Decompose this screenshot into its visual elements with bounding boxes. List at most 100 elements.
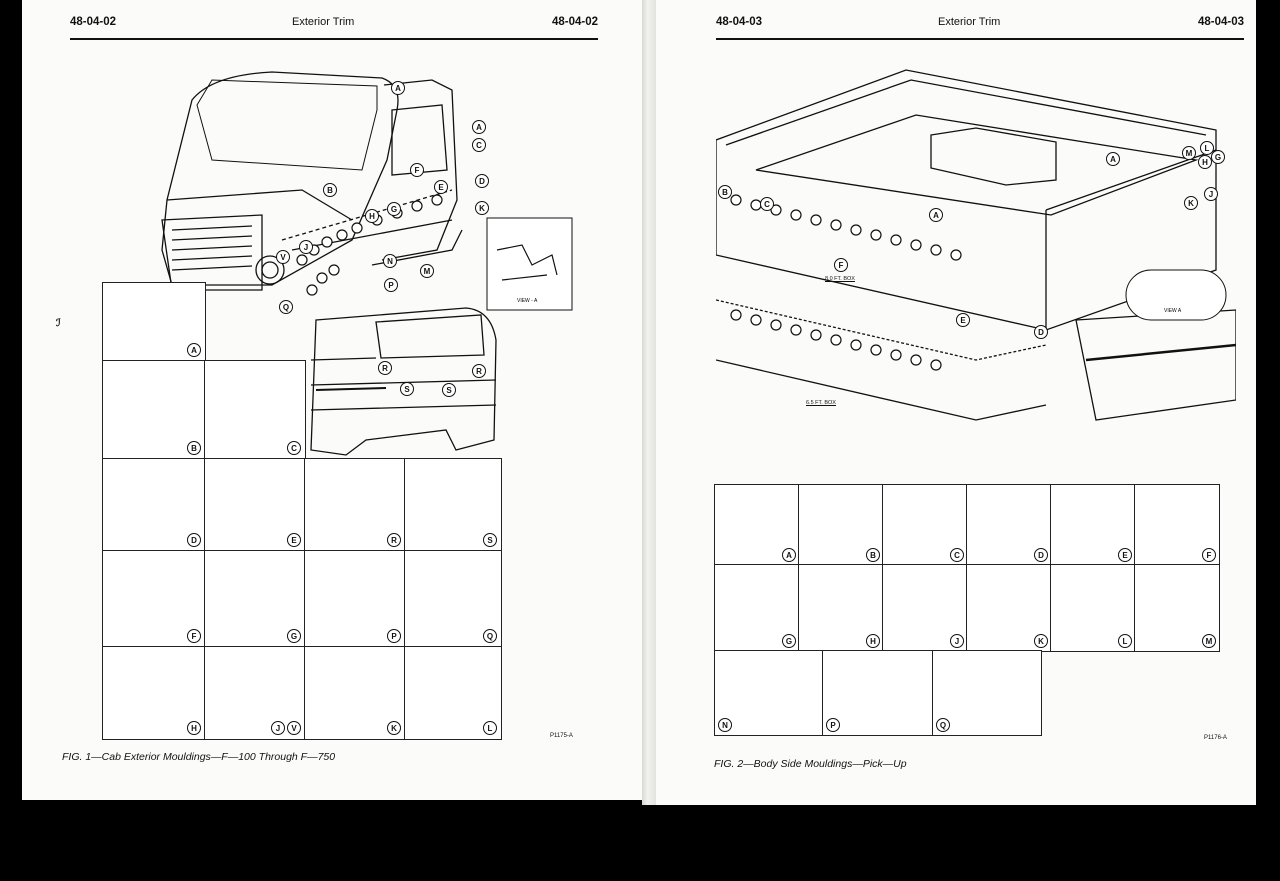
detail-label: H bbox=[187, 721, 201, 735]
detail-panel-b: B bbox=[102, 360, 206, 460]
callout-r-left: R bbox=[378, 361, 392, 375]
detail-panel-q: Q bbox=[404, 550, 502, 648]
detail-panel-f: F bbox=[1134, 484, 1220, 566]
callout-f: F bbox=[834, 258, 848, 272]
detail-panel-s: S bbox=[404, 458, 502, 552]
detail-panel-d: D bbox=[102, 458, 206, 552]
detail-panel-l: L bbox=[404, 646, 502, 740]
detail-label: Q bbox=[936, 718, 950, 732]
right-page: 48-04-03 Exterior Trim 48-04-03 VI bbox=[656, 0, 1256, 805]
detail-label: L bbox=[483, 721, 497, 735]
callout-m: M bbox=[1182, 146, 1196, 160]
left-section-title: Exterior Trim bbox=[292, 16, 355, 28]
callout-e: E bbox=[434, 180, 448, 194]
detail-panel-e: E bbox=[204, 458, 306, 552]
detail-panel-k: K bbox=[304, 646, 406, 740]
callout-s-right: S bbox=[442, 383, 456, 397]
view-a-label: VIEW A bbox=[1164, 308, 1182, 314]
callout-g: G bbox=[1211, 150, 1225, 164]
detail-label: D bbox=[187, 533, 201, 547]
callout-k: K bbox=[1184, 196, 1198, 210]
detail-label: S bbox=[483, 533, 497, 547]
detail-panel-d: D bbox=[966, 484, 1052, 566]
detail-panel-c: C bbox=[204, 360, 306, 460]
callout-d: D bbox=[1034, 325, 1048, 339]
detail-label: P bbox=[387, 629, 401, 643]
detail-label: B bbox=[866, 548, 880, 562]
book-gutter bbox=[642, 0, 656, 805]
left-page-number-right: 48-04-02 bbox=[551, 16, 598, 28]
detail-panel-p: P bbox=[304, 550, 406, 648]
detail-label: J bbox=[271, 721, 285, 735]
rear-cab-illustration bbox=[310, 307, 497, 456]
callout-a-top: A bbox=[391, 81, 405, 95]
detail-panel-g: G bbox=[204, 550, 306, 648]
detail-panel-e: E bbox=[1050, 484, 1136, 566]
detail-panel-a: A bbox=[102, 282, 206, 362]
detail-label: F bbox=[1202, 548, 1216, 562]
left-figure-caption: FIG. 1—Cab Exterior Mouldings—F—100 Thro… bbox=[62, 751, 335, 763]
callout-a-side: A bbox=[929, 208, 943, 222]
left-plate-code: P1175-A bbox=[550, 733, 573, 739]
detail-label: K bbox=[387, 721, 401, 735]
detail-panel-k: K bbox=[966, 564, 1052, 652]
detail-label: L bbox=[1118, 634, 1132, 648]
detail-label: K bbox=[1034, 634, 1048, 648]
detail-panel-r: R bbox=[304, 458, 406, 552]
caption-text: FIG. 1—Cab Exterior Mouldings—F—100 Thro… bbox=[62, 751, 336, 763]
box-label-6ft: 6.5 FT. BOX bbox=[806, 400, 836, 406]
detail-label: E bbox=[287, 533, 301, 547]
callout-a: A bbox=[1106, 152, 1120, 166]
detail-label: N bbox=[718, 718, 732, 732]
right-page-number-right: 48-04-03 bbox=[1197, 16, 1244, 28]
detail-panel-l: L bbox=[1050, 564, 1136, 652]
box-label-8ft: 8.0 FT. BOX bbox=[825, 276, 855, 282]
detail-panel-g: G bbox=[714, 564, 800, 652]
callout-j: J bbox=[1204, 187, 1218, 201]
callout-h: H bbox=[365, 209, 379, 223]
callout-l: L bbox=[1200, 141, 1214, 155]
callout-g: G bbox=[387, 202, 401, 216]
detail-panel-c: C bbox=[882, 484, 968, 566]
callout-a: A bbox=[472, 120, 486, 134]
view-a-label: VIEW - A bbox=[517, 298, 538, 304]
callout-j: J bbox=[299, 240, 313, 254]
detail-label: V bbox=[287, 721, 301, 735]
callout-k: K bbox=[475, 201, 489, 215]
callout-e: E bbox=[956, 313, 970, 327]
callout-d: D bbox=[475, 174, 489, 188]
detail-label: A bbox=[187, 343, 201, 357]
detail-panel-b: B bbox=[798, 484, 884, 566]
detail-label: R bbox=[387, 533, 401, 547]
right-page-header: 48-04-03 Exterior Trim 48-04-03 bbox=[716, 12, 1244, 40]
detail-label: G bbox=[287, 629, 301, 643]
detail-label: C bbox=[287, 441, 301, 455]
detail-label: J bbox=[950, 634, 964, 648]
callout-m: M bbox=[420, 264, 434, 278]
detail-panel-m: M bbox=[1134, 564, 1220, 652]
detail-label: H bbox=[866, 634, 880, 648]
callout-v: V bbox=[276, 250, 290, 264]
left-page-number-left: 48-04-02 bbox=[70, 16, 117, 28]
detail-panel-h: H bbox=[798, 564, 884, 652]
detail-panel-q: Q bbox=[932, 650, 1042, 736]
detail-label: P bbox=[826, 718, 840, 732]
callout-r-right: R bbox=[472, 364, 486, 378]
detail-label: M bbox=[1202, 634, 1216, 648]
detail-label: C bbox=[950, 548, 964, 562]
detail-panel-a: A bbox=[714, 484, 800, 566]
detail-label: B bbox=[187, 441, 201, 455]
right-figure-caption: FIG. 2—Body Side Mouldings—Pick—Up bbox=[714, 758, 907, 770]
detail-label: G bbox=[782, 634, 796, 648]
detail-panel-h: H bbox=[102, 646, 206, 740]
detail-panel-n: N bbox=[714, 650, 824, 736]
callout-c: C bbox=[760, 197, 774, 211]
detail-label: D bbox=[1034, 548, 1048, 562]
callout-b: B bbox=[718, 185, 732, 199]
detail-panel-p: P bbox=[822, 650, 934, 736]
right-plate-code: P1176-A bbox=[1204, 735, 1227, 741]
callout-b: B bbox=[323, 183, 337, 197]
callout-q: Q bbox=[279, 300, 293, 314]
detail-panel-f: F bbox=[102, 550, 206, 648]
